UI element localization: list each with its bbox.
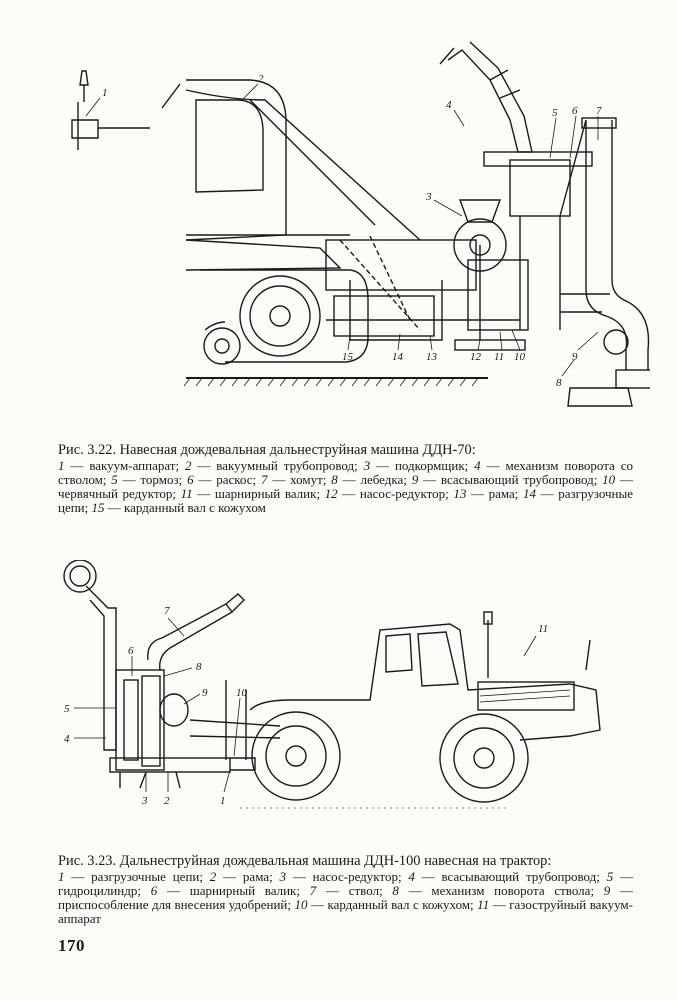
- callout-2: 2: [258, 73, 264, 85]
- legend-item: 5 — гидроцилиндр;: [58, 869, 634, 898]
- legend-item: 1 — вакуум-аппарат;: [58, 458, 185, 473]
- callout-8: 8: [556, 377, 562, 389]
- legend-item: 10 — червячный редуктор;: [58, 472, 634, 501]
- figure-ddn70-drawing: 1 2 3 4 5 6 7 8 9 10 11 12 13 14 15: [71, 41, 650, 407]
- callout-15: 15: [342, 351, 354, 363]
- callout-3: 3: [425, 191, 432, 203]
- callout-11: 11: [538, 623, 548, 635]
- page-number: 170: [58, 936, 85, 955]
- callout-1: 1: [220, 795, 226, 807]
- legend-item: 10 — карданный вал с кожухом;: [294, 897, 478, 912]
- legend-item: 6 — раскос;: [187, 472, 261, 487]
- legend-item: 14 — разгрузочные цепи;: [58, 486, 633, 515]
- callout-5: 5: [64, 703, 70, 715]
- legend-item: 11 — газоструйный вакуум-аппарат: [58, 897, 633, 926]
- callout-2: 2: [164, 795, 170, 807]
- legend-item: 3 — подкормщик;: [363, 458, 475, 473]
- callout-6: 6: [572, 105, 578, 117]
- legend-item: 9 — приспособление для внесения удобрени…: [58, 883, 634, 912]
- callout-8: 8: [196, 661, 202, 673]
- figure1-callouts: 1 2 3 4 5 6 7 8 9 10 11 12 13 14 15: [102, 73, 602, 389]
- legend-item: 2 — вакуумный трубопровод;: [184, 458, 364, 473]
- figure1-caption-title: Рис. 3.22. Навесная дождевальная дальнес…: [58, 442, 476, 458]
- callout-12: 12: [470, 351, 482, 363]
- callout-4: 4: [64, 733, 70, 745]
- callout-13: 13: [426, 351, 438, 363]
- figure2-caption: Рис. 3.23. Дальнеструйная дождевальная м…: [58, 853, 633, 926]
- legend-item: 8 — механизм поворота ствола;: [392, 883, 604, 898]
- legend-item: 3 — насос-редуктор;: [279, 869, 409, 884]
- legend-item: 4 — механизм поворота со стволом;: [58, 458, 634, 487]
- legend-item: 1 — разгрузочные цепи;: [58, 869, 210, 884]
- figure2-callouts: 1 2 3 4 5 6 7 8 9 10 11: [64, 605, 548, 807]
- legend-item: 12 — насос-редуктор;: [324, 486, 454, 501]
- legend-item: 5 — тормоз;: [111, 472, 188, 487]
- callout-5: 5: [552, 107, 558, 119]
- legend-item: 7 — ствол;: [309, 883, 393, 898]
- legend-item: 6 — шарнирный валик;: [150, 883, 310, 898]
- legend-item: 8 — лебедка;: [331, 472, 412, 487]
- callout-11: 11: [494, 351, 504, 363]
- legend-item: 11 — шарнирный валик;: [180, 486, 325, 501]
- callout-10: 10: [514, 351, 526, 363]
- figure1-caption-legend: 1 — вакуум-аппарат; 2 — вакуумный трубоп…: [58, 459, 633, 515]
- callout-10: 10: [236, 687, 248, 699]
- legend-item: 9 — всасывающий трубопровод;: [411, 472, 603, 487]
- callout-4: 4: [446, 99, 452, 111]
- callout-14: 14: [392, 351, 404, 363]
- legend-item: 15 — карданный вал с кожухом: [91, 500, 266, 515]
- legend-item: 2 — рама;: [209, 869, 280, 884]
- callout-7: 7: [596, 105, 602, 117]
- legend-item: 13 — рама;: [453, 486, 523, 501]
- figure2-caption-legend: 1 — разгрузочные цепи; 2 — рама; 3 — нас…: [58, 870, 633, 926]
- figure2-caption-title: Рис. 3.23. Дальнеструйная дождевальная м…: [58, 853, 552, 869]
- figure-ddn100-drawing: 1 2 3 4 5 6 7 8 9 10 11: [63, 560, 601, 809]
- callout-9: 9: [572, 351, 578, 363]
- callout-7: 7: [164, 605, 170, 617]
- callout-6: 6: [128, 645, 134, 657]
- legend-item: 7 — хомут;: [260, 472, 332, 487]
- callout-1: 1: [102, 87, 108, 99]
- callout-3: 3: [141, 795, 148, 807]
- callout-9: 9: [202, 687, 208, 699]
- legend-item: 4 — всасывающий трубопровод;: [408, 869, 607, 884]
- figure1-caption: Рис. 3.22. Навесная дождевальная дальнес…: [58, 442, 633, 515]
